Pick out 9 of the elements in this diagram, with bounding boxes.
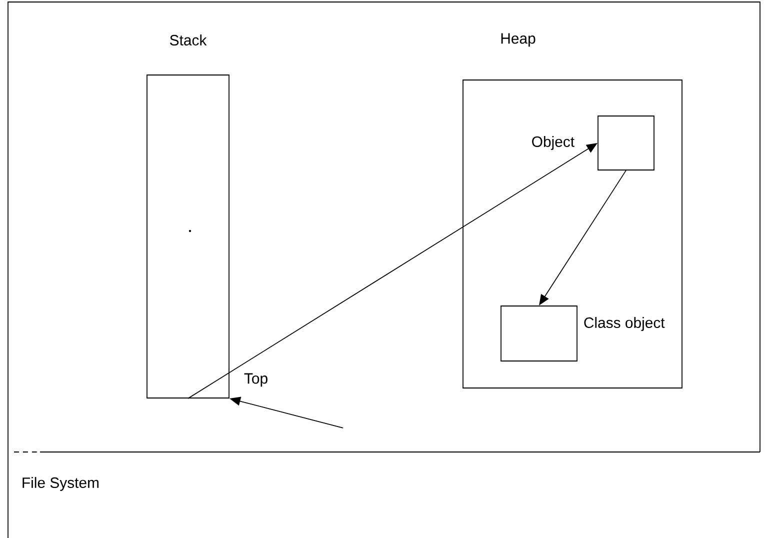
box: Class object bbox=[500, 306, 665, 362]
box: Object bbox=[532, 116, 654, 170]
box: Stack bbox=[146, 34, 230, 398]
node-label: Object bbox=[532, 136, 574, 150]
node-label: Heap bbox=[501, 33, 536, 47]
edge-label: Top bbox=[242, 372, 270, 388]
node-label: Stack bbox=[170, 34, 207, 46]
node-label: Class object bbox=[584, 317, 665, 331]
region-label: File System bbox=[22, 477, 98, 491]
